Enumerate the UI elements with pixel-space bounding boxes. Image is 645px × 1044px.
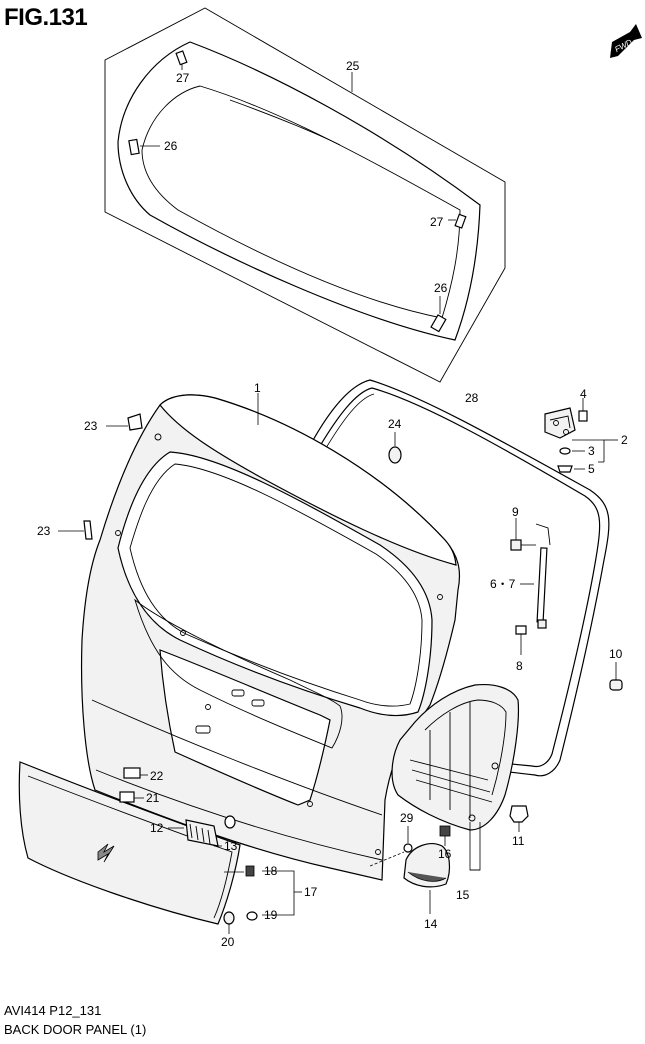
callout-11: 11 (512, 834, 525, 848)
weatherstrip-seal (311, 379, 610, 777)
opener-switch (168, 815, 236, 847)
callout-8: 8 (516, 659, 523, 673)
callout-23-left: 23 (37, 524, 51, 538)
figure-code: AVI414 P12_131 (4, 1003, 102, 1018)
callout-19: 19 (264, 908, 278, 922)
window-opening (117, 451, 433, 717)
glass-group (104, 7, 506, 383)
callout-16: 16 (438, 847, 452, 861)
nut-11 (509, 805, 529, 832)
pad-21 (119, 791, 135, 803)
callout-3: 3 (588, 444, 595, 458)
callout-4: 4 (580, 387, 587, 401)
callout-22: 22 (150, 769, 164, 783)
hinge-washer-3 (559, 447, 571, 455)
callout-12: 12 (150, 821, 164, 835)
callout-10: 10 (609, 647, 623, 661)
callout-26-left: 26 (164, 139, 178, 153)
bumper-10 (609, 662, 623, 691)
back-door-panel (80, 393, 461, 881)
grommet-29 (403, 843, 413, 853)
nut-13 (224, 815, 236, 829)
hinge (544, 407, 576, 439)
callout-13: 13 (224, 839, 238, 853)
figure-title: FIG.131 (4, 4, 88, 31)
callout-27-top: 27 (176, 71, 190, 85)
callout-20: 20 (221, 935, 235, 949)
callout-29: 29 (400, 811, 414, 825)
suzuki-emblem-icon (97, 843, 115, 863)
spacer-23 (58, 413, 143, 540)
trim-panel-body (391, 683, 519, 831)
strut-bolt-9 (510, 539, 522, 551)
callout-25: 25 (346, 59, 360, 73)
strut-cylinder (536, 547, 548, 623)
spacer-clip-26-left (128, 138, 140, 156)
callout-17: 17 (304, 885, 318, 899)
callout-14: 14 (424, 917, 438, 931)
hinge-bolt-4 (578, 410, 588, 422)
bumper-stop-24 (388, 432, 402, 464)
nut-20 (223, 911, 235, 925)
strut-stud-8 (515, 625, 527, 635)
pad-22 (123, 767, 141, 779)
callout-2: 2 (621, 433, 628, 447)
callout-18: 18 (264, 864, 278, 878)
callout-23-top: 23 (84, 419, 98, 433)
callout-21: 21 (146, 791, 160, 805)
inner-trim-panel (391, 683, 519, 831)
license-plate-recess (159, 649, 331, 806)
hinge-assembly (544, 398, 618, 473)
figure-caption: BACK DOOR PANEL (1) (4, 1022, 147, 1037)
callout-24: 24 (388, 417, 402, 431)
callout-26-bottom: 26 (434, 281, 448, 295)
callout-1: 1 (254, 381, 261, 395)
roof-spoiler (159, 394, 457, 566)
window-opening-inner (129, 463, 423, 707)
callout-27-right: 27 (430, 215, 444, 229)
spacer-clip-26-bottom (430, 314, 447, 333)
inner-reinforcement (134, 598, 343, 749)
back-glass-inner (141, 85, 461, 319)
license-lamp (369, 826, 451, 914)
clip-16 (439, 822, 481, 871)
fwd-arrow-icon: FWD (610, 24, 642, 58)
spacer-clip-27-top (175, 50, 188, 66)
callout-9: 9 (512, 505, 519, 519)
spacer-clip-27-right (454, 213, 467, 229)
callout-5: 5 (588, 462, 595, 476)
gas-strut (510, 518, 551, 655)
callout-15: 15 (456, 888, 470, 902)
callout-6-7: 6・7 (490, 577, 516, 591)
glass-group-frame (104, 7, 506, 383)
back-glass (117, 41, 481, 341)
hinge-nut-5 (557, 465, 573, 473)
pads (119, 767, 148, 803)
callout-28: 28 (465, 391, 479, 405)
grommet-19 (246, 911, 258, 921)
